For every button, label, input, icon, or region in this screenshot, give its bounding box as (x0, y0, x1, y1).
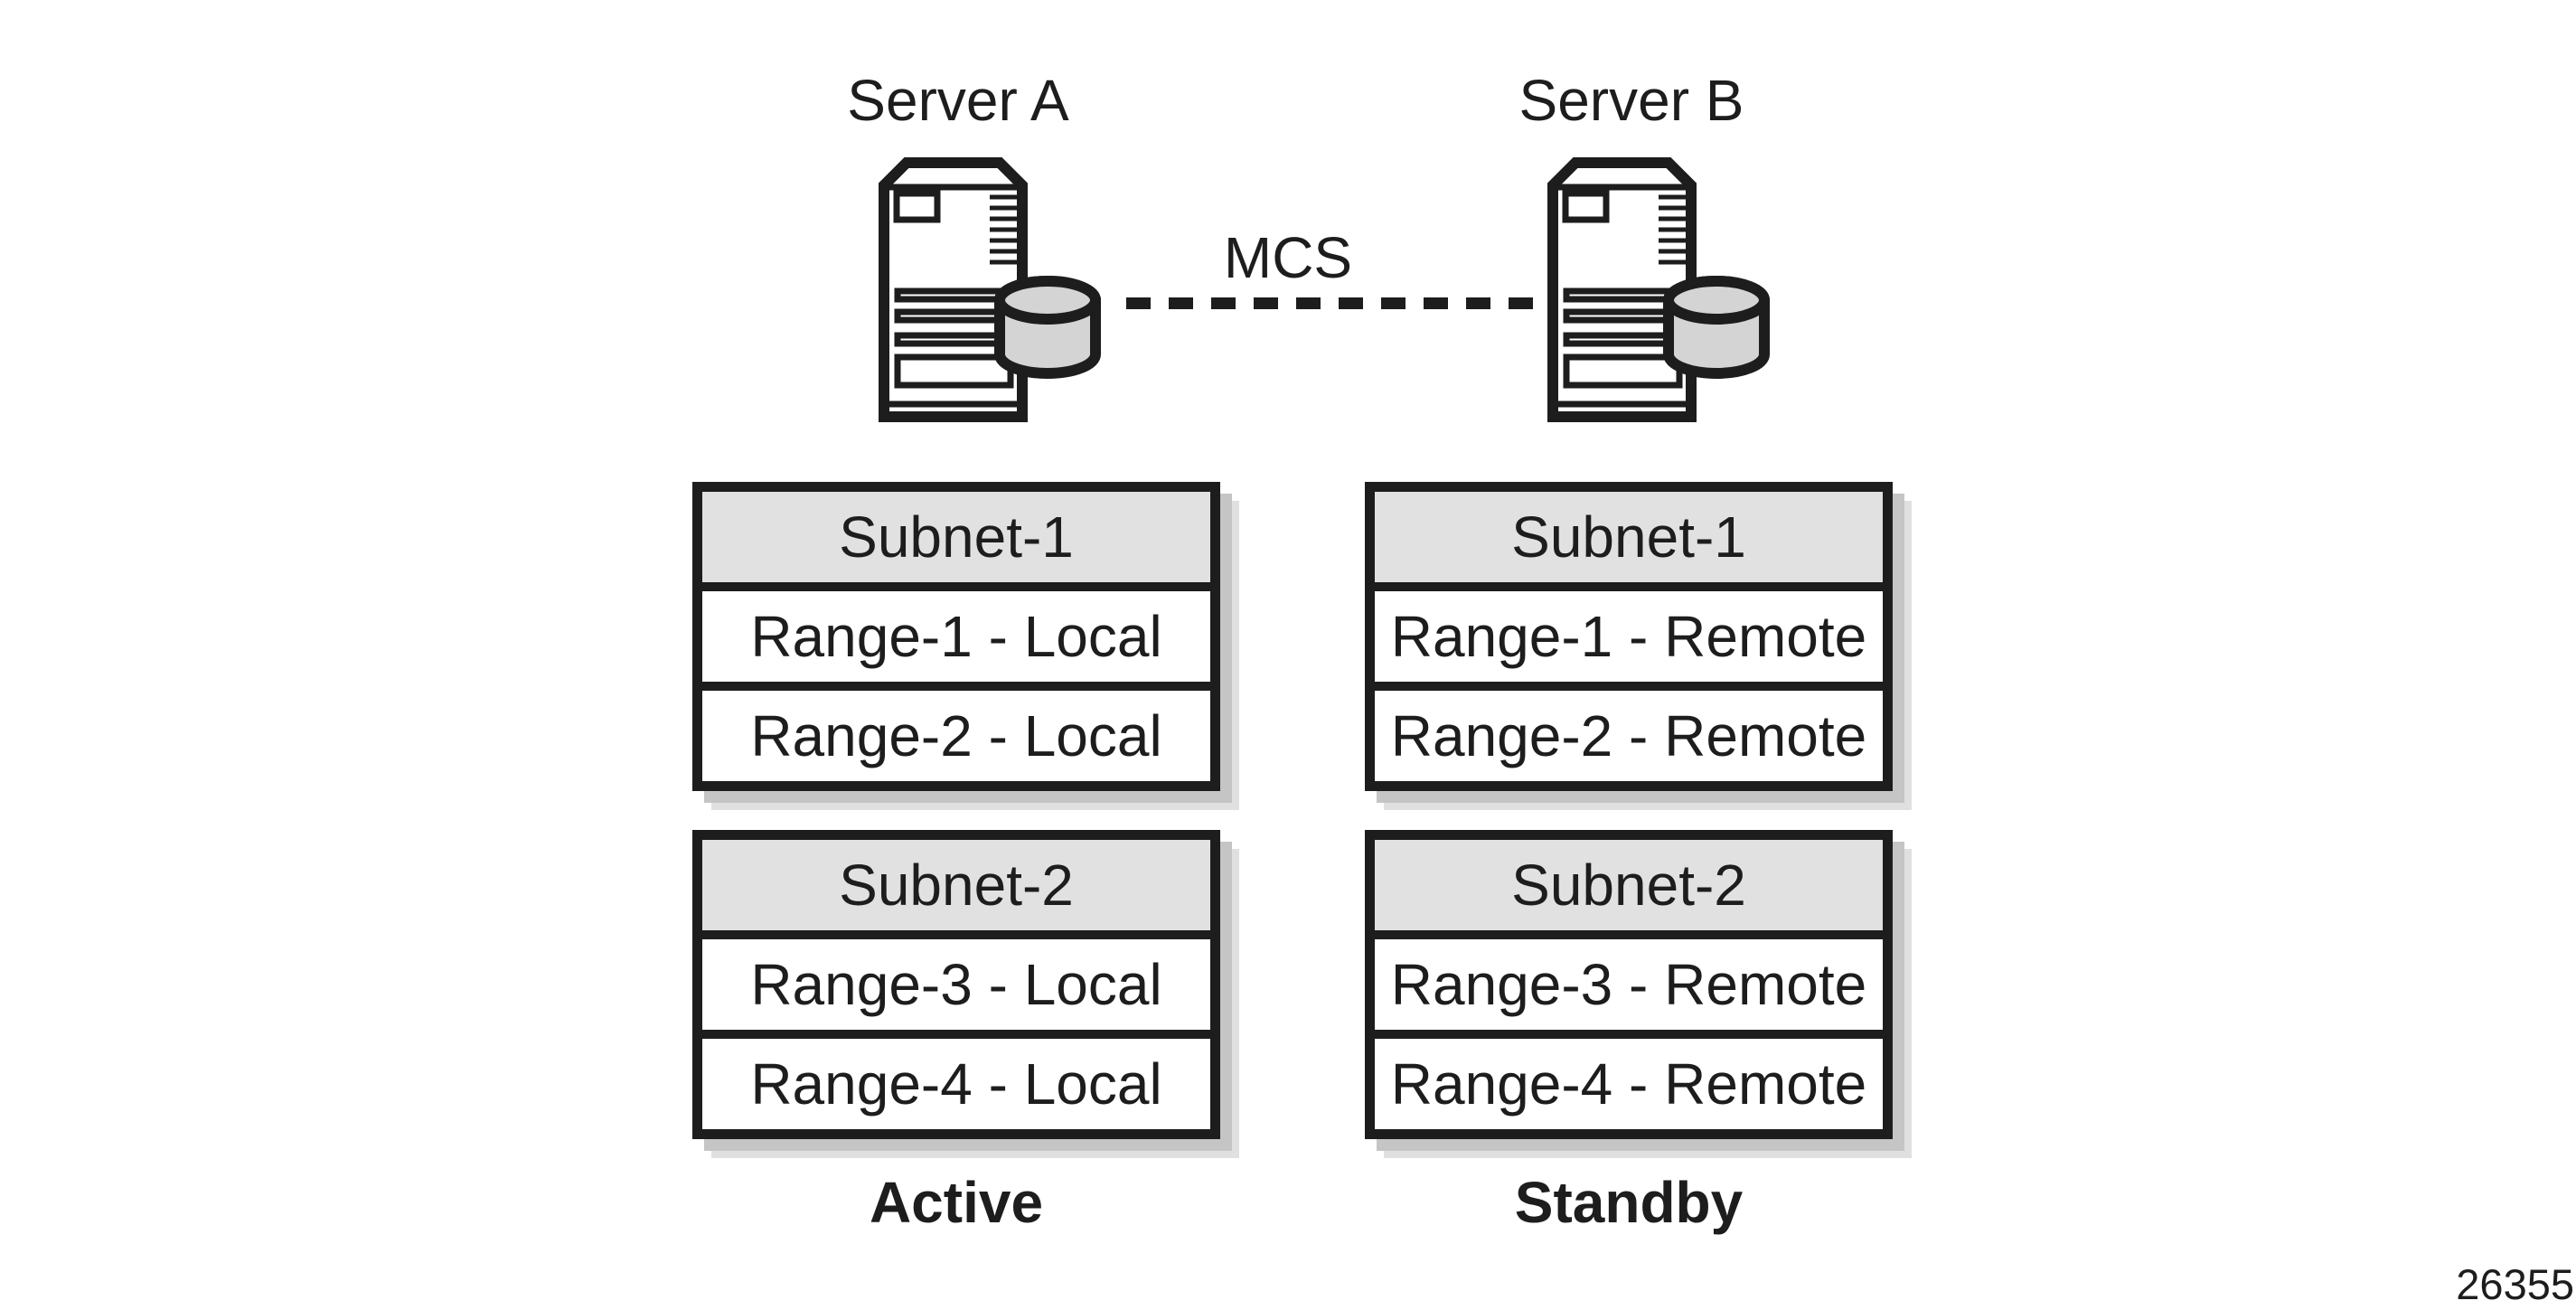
table-row: Range-2 - Local (702, 682, 1210, 781)
table-header: Subnet-2 (1375, 840, 1883, 930)
table-header: Subnet-1 (1375, 492, 1883, 582)
table-row: Range-4 - Remote (1375, 1030, 1883, 1129)
table-header: Subnet-2 (702, 840, 1210, 930)
table-server-b-subnet-1: Subnet-1 Range-1 - Remote Range-2 - Remo… (1365, 482, 1893, 791)
table-server-a-subnet-2: Subnet-2 Range-3 - Local Range-4 - Local (692, 830, 1220, 1139)
table-row: Range-4 - Local (702, 1030, 1210, 1129)
mcs-link-label: MCS (1223, 225, 1353, 290)
table-row: Range-1 - Local (702, 582, 1210, 682)
table-row: Range-3 - Remote (1375, 930, 1883, 1030)
server-b-title: Server B (1518, 68, 1744, 133)
table-row: Range-2 - Remote (1375, 682, 1883, 781)
server-a-with-disk-icon (879, 157, 1101, 425)
mcs-dashed-link-line (1126, 297, 1533, 309)
role-label-active: Active (869, 1170, 1044, 1235)
table-row: Range-1 - Remote (1375, 582, 1883, 682)
server-b-with-disk-icon (1547, 157, 1770, 425)
role-label-standby: Standby (1514, 1170, 1744, 1235)
table-server-b-subnet-2: Subnet-2 Range-3 - Remote Range-4 - Remo… (1365, 830, 1893, 1139)
table-server-a-subnet-1: Subnet-1 Range-1 - Local Range-2 - Local (692, 482, 1220, 791)
table-header: Subnet-1 (702, 492, 1210, 582)
figure-number: 26355 (2456, 1260, 2574, 1308)
server-a-title: Server A (847, 68, 1069, 133)
table-row: Range-3 - Local (702, 930, 1210, 1030)
